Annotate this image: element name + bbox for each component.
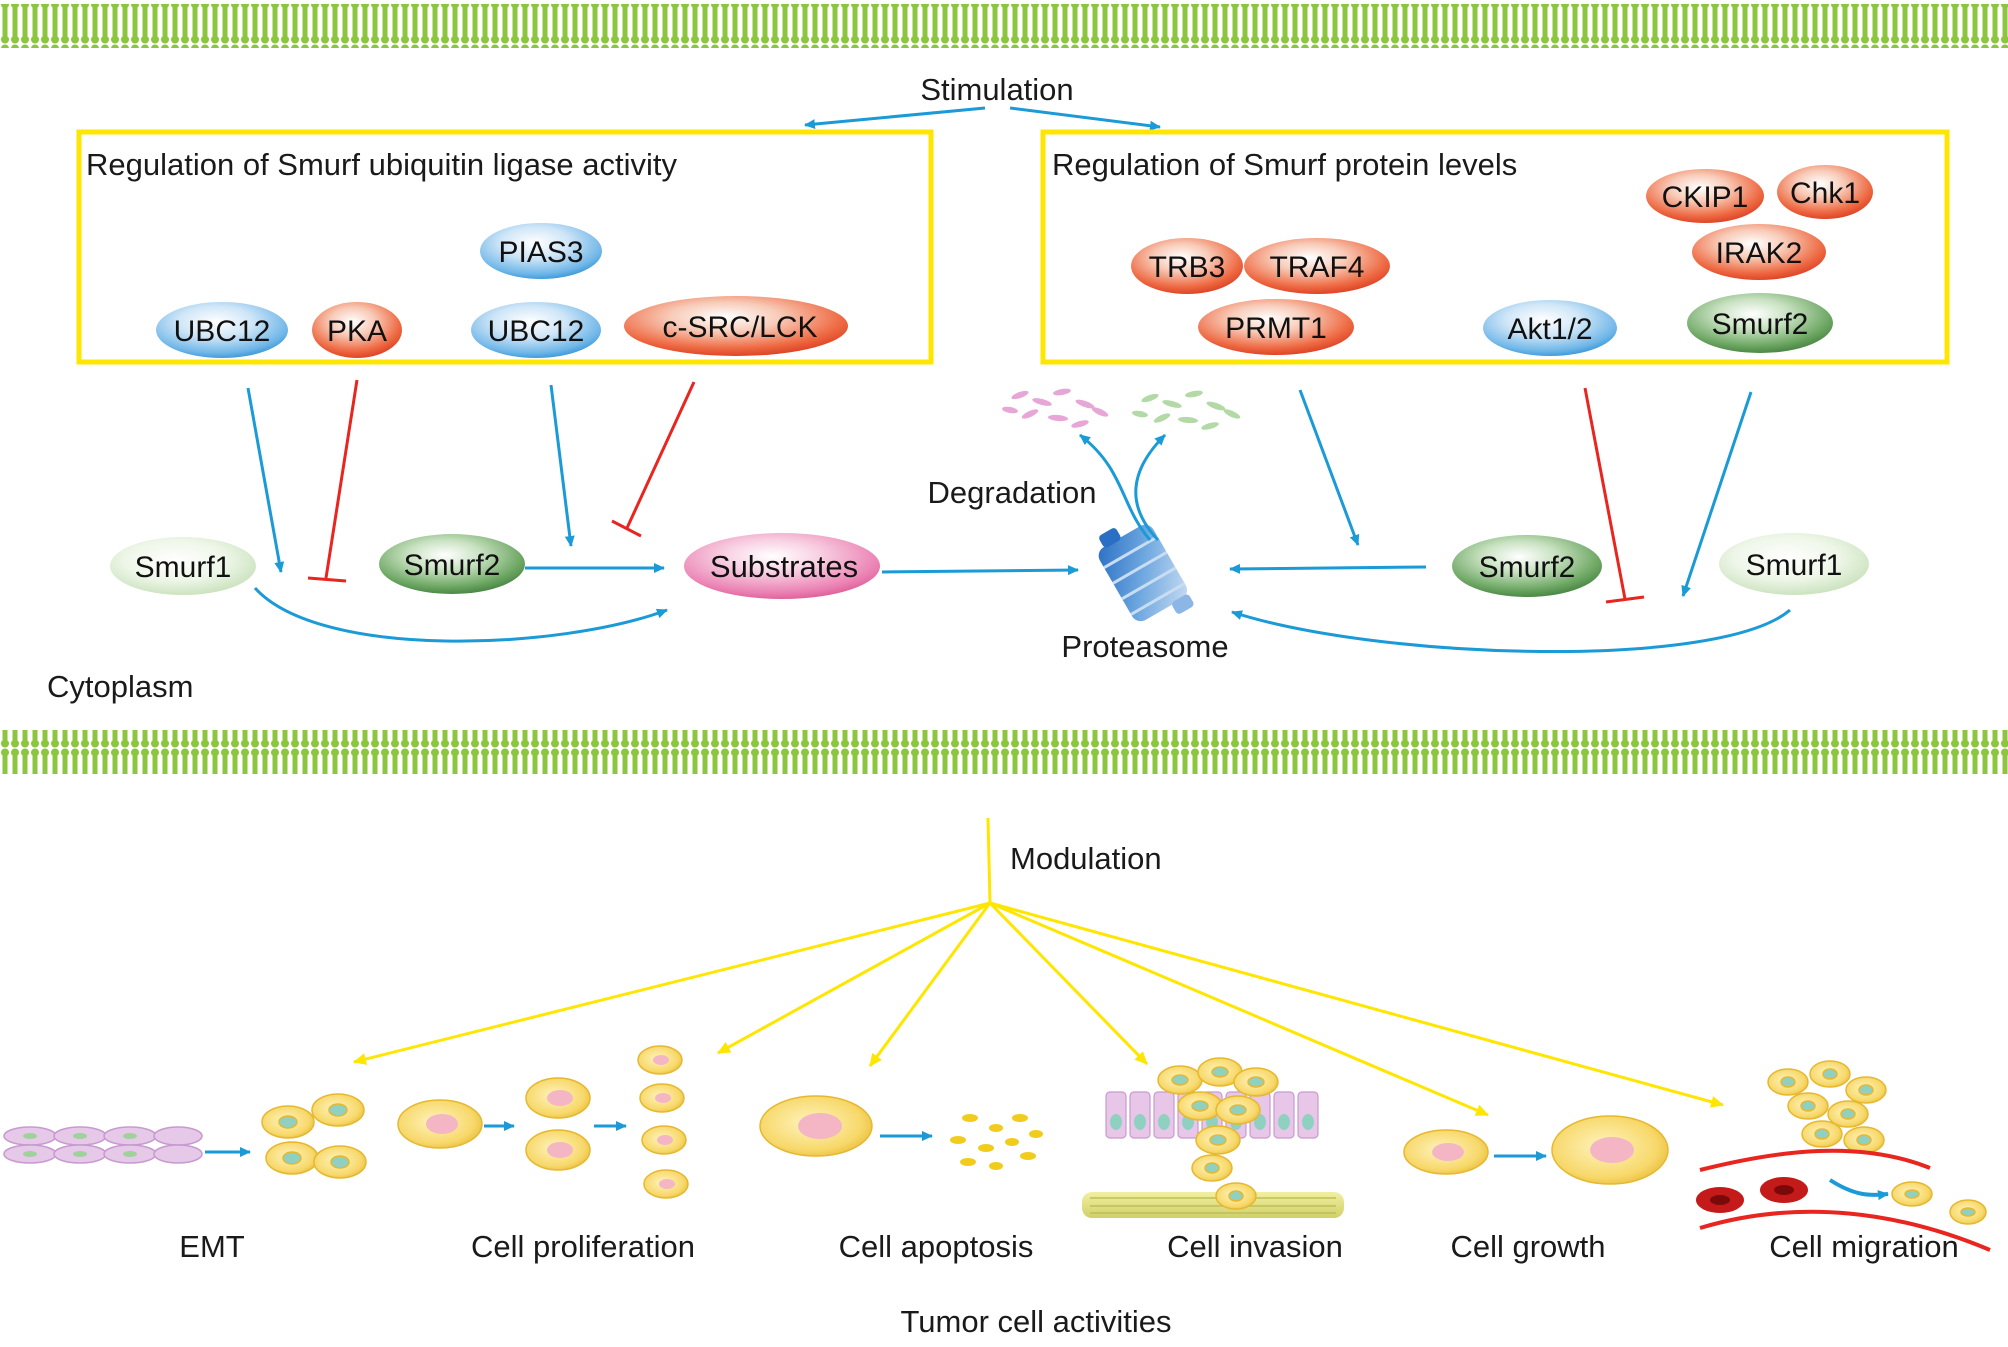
- migration-label: Cell migration: [1769, 1229, 1959, 1264]
- chk1-node: Chk1: [1777, 165, 1873, 219]
- svg-text:IRAK2: IRAK2: [1716, 237, 1803, 270]
- migration-illustration: [1696, 1060, 1991, 1252]
- pka-inhibit-bar: [307, 576, 347, 583]
- tumor-activities-label: Tumor cell activities: [900, 1304, 1171, 1339]
- ray-growth: [989, 901, 1489, 1117]
- svg-text:Chk1: Chk1: [1790, 177, 1860, 210]
- stimulation-label: Stimulation: [920, 72, 1073, 107]
- ray-invasion: [988, 901, 1149, 1066]
- svg-text:PRMT1: PRMT1: [1225, 312, 1327, 345]
- growth-label: Cell growth: [1450, 1229, 1605, 1264]
- csrc-inhibit-bar: [611, 519, 642, 538]
- activity-regulation-box: [76, 129, 934, 365]
- traf4-node: TRAF4: [1244, 238, 1390, 294]
- prmt1-node: PRMT1: [1198, 299, 1354, 355]
- smurf1-to-proteasome-arrow: [1231, 608, 1791, 654]
- invasion-illustration: [1082, 1057, 1344, 1218]
- modulation-stem: [986, 817, 992, 903]
- invasion-label: Cell invasion: [1167, 1229, 1343, 1264]
- svg-text:Akt1/2: Akt1/2: [1507, 313, 1592, 346]
- pias3-node: PIAS3: [480, 223, 602, 279]
- trb3-node: TRB3: [1131, 238, 1243, 294]
- svg-text:c-SRC/LCK: c-SRC/LCK: [662, 311, 817, 344]
- apoptosis-label: Cell apoptosis: [839, 1229, 1034, 1264]
- irak2-node: IRAK2: [1692, 224, 1826, 280]
- modulation-rays: [353, 901, 1724, 1117]
- ray-proliferation: [717, 901, 991, 1055]
- growth-illustration: [1403, 1115, 1669, 1185]
- smurf1-right-node: Smurf1: [1719, 533, 1869, 595]
- smurf2-to-proteasome-arrow: [1229, 563, 1427, 574]
- ray-migration: [989, 901, 1724, 1108]
- degraded-fragments-green: [1132, 390, 1241, 430]
- akt-node: Akt1/2: [1483, 300, 1617, 356]
- svg-text:Smurf2: Smurf2: [1712, 308, 1809, 341]
- ubc12-left-activate-arrow: [246, 387, 285, 573]
- ubc12-right-activate-arrow: [549, 384, 575, 547]
- modulation-label: Modulation: [1010, 841, 1162, 876]
- smurf2-left-node: Smurf2: [379, 534, 525, 594]
- emt-illustration: [3, 1093, 367, 1179]
- stimulation-arrow-right: [1009, 106, 1161, 131]
- svg-text:TRAF4: TRAF4: [1269, 251, 1364, 284]
- smurf1-to-substrates-arrow: [253, 586, 668, 643]
- emt-label: EMT: [179, 1229, 245, 1264]
- akt-inhibit-bar: [1605, 595, 1645, 604]
- cytoplasm-label: Cytoplasm: [47, 669, 193, 704]
- svg-text:Smurf2: Smurf2: [1479, 551, 1576, 584]
- svg-text:Smurf2: Smurf2: [404, 549, 501, 582]
- smurf1-left-node: Smurf1: [110, 537, 256, 595]
- proliferation-illustration: [397, 1045, 689, 1199]
- svg-text:PIAS3: PIAS3: [498, 236, 583, 269]
- smurf2-levels-node: Smurf2: [1687, 293, 1833, 353]
- top-membrane: [0, 4, 2008, 48]
- degradation-arrow-right: [1134, 433, 1167, 542]
- pka-node: PKA: [312, 302, 402, 358]
- svg-text:Substrates: Substrates: [710, 549, 858, 584]
- smurf2-right-node: Smurf2: [1452, 535, 1602, 597]
- levels-box-title: Regulation of Smurf protein levels: [1052, 147, 1517, 182]
- levels-regulation-box: [1040, 129, 1950, 365]
- proteasome-icon: [1098, 524, 1194, 622]
- svg-text:TRB3: TRB3: [1149, 251, 1226, 284]
- ray-apoptosis: [868, 902, 992, 1067]
- degradation-label: Degradation: [928, 475, 1097, 510]
- ckip1-node: CKIP1: [1646, 169, 1764, 223]
- proteasome-label: Proteasome: [1061, 629, 1228, 664]
- pka-inhibit-line: [324, 379, 359, 579]
- middle-membrane: [0, 730, 2008, 774]
- substrates-node: Substrates: [684, 533, 880, 599]
- activity-box-title: Regulation of Smurf ubiquitin ligase act…: [86, 147, 678, 182]
- degradation-arrow-left: [1079, 433, 1152, 541]
- csrc-lck-node: c-SRC/LCK: [624, 296, 848, 356]
- csrc-inhibit-line: [625, 381, 696, 529]
- substrates-to-proteasome-arrow: [881, 565, 1079, 576]
- svg-text:Smurf1: Smurf1: [135, 551, 232, 584]
- akt-inhibit-line: [1583, 387, 1627, 600]
- degraded-fragments-pink: [1002, 388, 1109, 428]
- prmt1-activate-arrow: [1298, 389, 1360, 546]
- svg-text:Smurf1: Smurf1: [1746, 549, 1843, 582]
- svg-text:UBC12: UBC12: [488, 315, 585, 348]
- stimulation-arrow-left: [804, 106, 986, 130]
- apoptosis-illustration: [759, 1095, 1043, 1170]
- ray-emt: [353, 901, 991, 1065]
- proliferation-label: Cell proliferation: [471, 1229, 695, 1264]
- ubc12-node-left: UBC12: [156, 302, 288, 358]
- svg-text:UBC12: UBC12: [174, 315, 271, 348]
- ubc12-node-right: UBC12: [471, 302, 601, 358]
- smurf2-levels-activate-arrow: [1681, 391, 1753, 597]
- svg-text:CKIP1: CKIP1: [1662, 181, 1749, 214]
- svg-text:PKA: PKA: [327, 315, 387, 348]
